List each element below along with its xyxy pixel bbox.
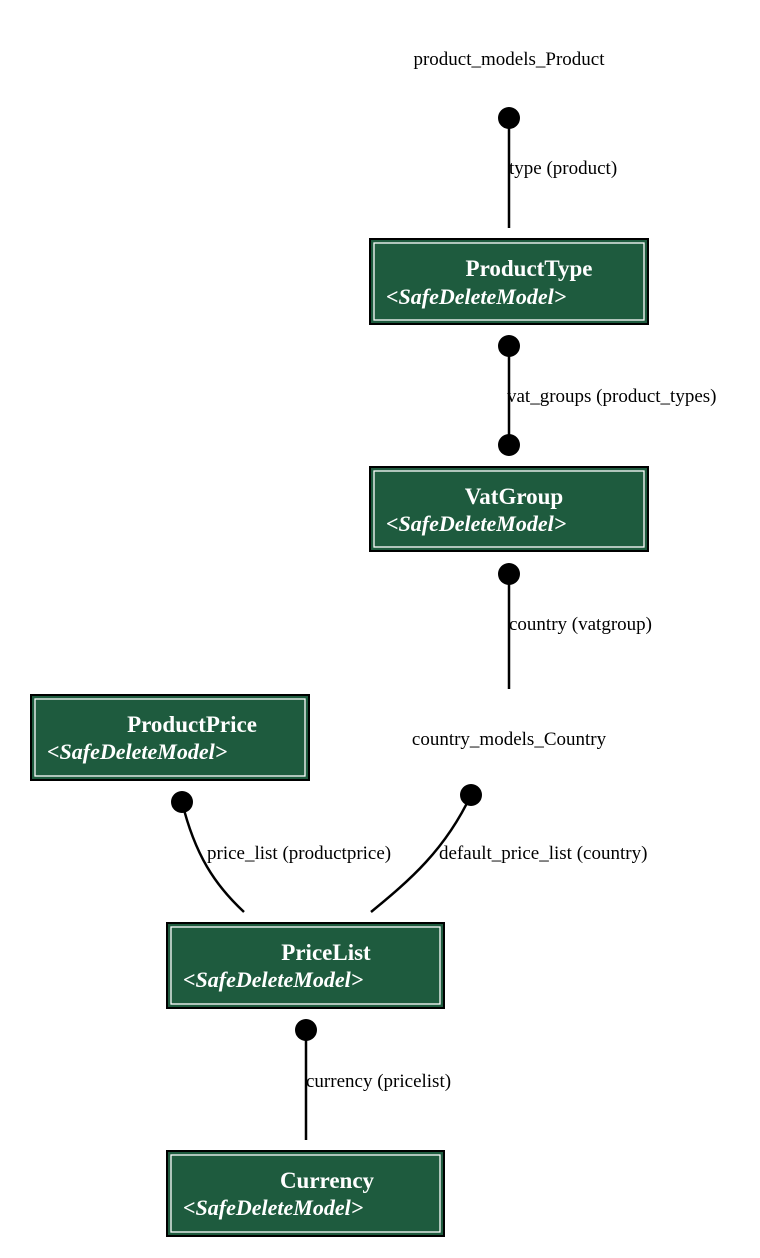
node-product-type[interactable]: ProductType <SafeDeleteModel> xyxy=(369,238,649,325)
node-vat-group[interactable]: VatGroup <SafeDeleteModel> xyxy=(369,466,649,552)
edge-start-dot xyxy=(171,791,193,813)
node-box xyxy=(369,466,649,552)
edge-price-list: price_list (productprice) xyxy=(171,791,391,913)
node-stereotype: <SafeDeleteModel> xyxy=(386,511,566,536)
external-node-product: product_models_Product xyxy=(413,49,605,70)
node-product-price[interactable]: ProductPrice <SafeDeleteModel> xyxy=(30,694,310,781)
edge-end-dot xyxy=(498,434,520,456)
edge-start-dot xyxy=(460,784,482,806)
node-inner-border xyxy=(373,470,645,548)
node-stereotype: <SafeDeleteModel> xyxy=(386,284,566,309)
edge-label-country: country (vatgroup) xyxy=(509,614,652,635)
edge-label-default-price-list: default_price_list (country) xyxy=(439,843,647,864)
edge-vat-groups: vat_groups (product_types) xyxy=(498,335,716,456)
edge-label-currency: currency (pricelist) xyxy=(306,1071,451,1092)
node-stereotype: <SafeDeleteModel> xyxy=(183,967,363,992)
edge-end-dot xyxy=(498,107,520,129)
node-stereotype: <SafeDeleteModel> xyxy=(47,739,227,764)
node-box xyxy=(369,238,649,325)
edge-start-dot xyxy=(498,563,520,585)
node-box xyxy=(166,1150,445,1237)
node-price-list[interactable]: PriceList <SafeDeleteModel> xyxy=(166,922,445,1009)
node-currency[interactable]: Currency <SafeDeleteModel> xyxy=(166,1150,445,1237)
edge-label-vat-groups: vat_groups (product_types) xyxy=(507,386,716,407)
node-box xyxy=(30,694,310,781)
node-title: Currency xyxy=(280,1168,375,1193)
edge-label-type-product: type (product) xyxy=(509,158,617,179)
node-title: PriceList xyxy=(281,940,371,965)
edge-label-price-list: price_list (productprice) xyxy=(207,843,391,864)
edge-country: country (vatgroup) xyxy=(498,563,652,689)
edge-product-type: type (product) xyxy=(498,107,617,228)
external-node-country: country_models_Country xyxy=(412,729,607,750)
node-box xyxy=(166,922,445,1009)
node-stereotype: <SafeDeleteModel> xyxy=(183,1195,363,1220)
edge-start-dot xyxy=(295,1019,317,1041)
edge-currency: currency (pricelist) xyxy=(295,1019,451,1140)
edge-start-dot xyxy=(498,335,520,357)
edge-default-price-list: default_price_list (country) xyxy=(370,784,647,913)
node-inner-border xyxy=(170,926,441,1005)
node-title: ProductType xyxy=(466,256,593,281)
edge-line xyxy=(370,794,473,913)
edge-line xyxy=(180,801,245,913)
node-title: VatGroup xyxy=(465,484,563,509)
node-inner-border xyxy=(34,698,306,777)
node-inner-border xyxy=(373,242,645,321)
node-title: ProductPrice xyxy=(127,712,257,737)
node-inner-border xyxy=(170,1154,441,1233)
